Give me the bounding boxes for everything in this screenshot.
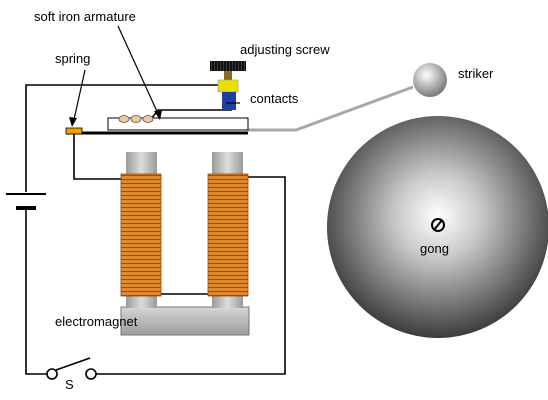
contact-bump — [130, 115, 142, 123]
leader-spring — [72, 69, 86, 125]
circuit-wires — [25, 84, 286, 375]
label-gong: gong — [420, 241, 449, 256]
gong — [327, 116, 548, 338]
label-striker: striker — [458, 66, 494, 81]
spring-block — [65, 127, 83, 135]
striker-arm — [248, 85, 414, 132]
leader-armature — [117, 25, 161, 119]
screw-thread — [224, 71, 232, 81]
left-core-top — [126, 152, 157, 176]
screw-knurled-head — [210, 61, 246, 71]
wire-bottom-left — [25, 208, 48, 375]
label-switch: S — [65, 377, 74, 392]
wire-bottom-right — [96, 176, 286, 375]
electromagnet — [120, 152, 250, 336]
label-armature: soft iron armature — [34, 9, 136, 24]
adjusting-screw — [210, 61, 246, 110]
screw-shaft — [222, 92, 236, 110]
open-switch-icon — [46, 357, 97, 380]
magnet-yoke — [120, 306, 250, 336]
contact-bump — [142, 115, 154, 123]
arrow-spring — [69, 117, 77, 127]
striker-ball — [413, 63, 447, 97]
arrow-armature — [154, 110, 162, 120]
armature-assembly — [65, 63, 447, 135]
battery-cell-icon — [6, 192, 46, 210]
right-coil — [207, 173, 249, 297]
armature-plate — [107, 117, 249, 131]
leader-lines — [72, 25, 240, 125]
label-contacts: contacts — [250, 91, 299, 106]
circle-slash-icon — [431, 218, 445, 232]
right-core-top — [212, 152, 243, 176]
left-coil — [120, 173, 162, 297]
label-electromagnet: electromagnet — [55, 314, 138, 329]
wire-top — [25, 84, 222, 192]
label-adjusting-screw: adjusting screw — [240, 42, 330, 57]
contact-bump — [118, 115, 130, 123]
wire-spring-coil — [73, 134, 123, 180]
label-spring: spring — [55, 51, 90, 66]
screw-mount — [217, 79, 239, 93]
